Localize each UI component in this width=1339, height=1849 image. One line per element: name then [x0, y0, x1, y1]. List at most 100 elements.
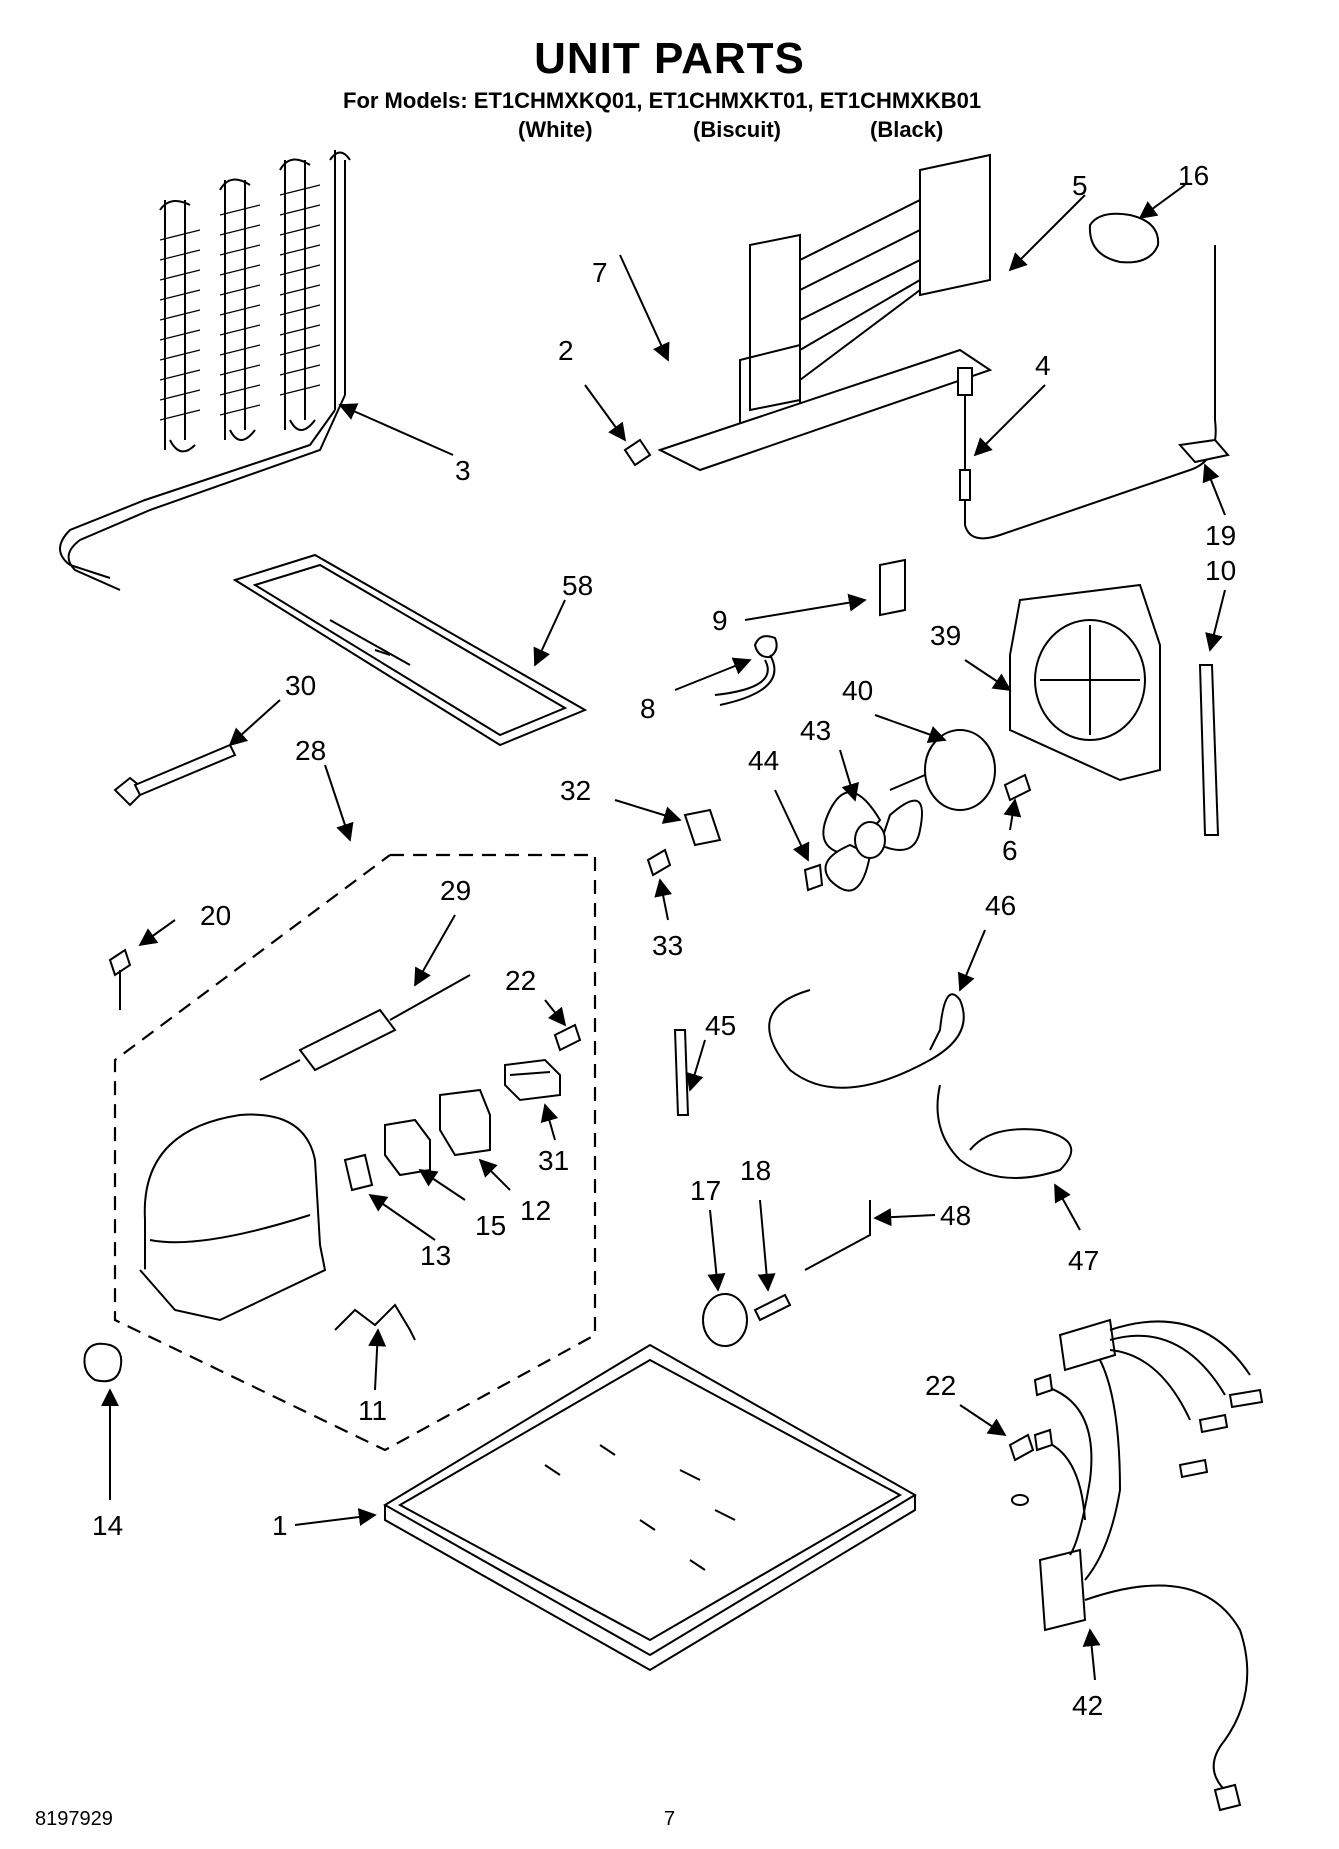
leader-47 — [1054, 1183, 1081, 1231]
terminal — [343, 1153, 374, 1192]
leader-40 — [874, 714, 947, 744]
leader-4 — [973, 384, 1046, 457]
heater — [957, 245, 1217, 540]
callout-3: 3 — [455, 455, 471, 486]
bracket-9 — [879, 558, 906, 617]
callout-20: 20 — [200, 900, 231, 931]
grommet — [83, 1342, 123, 1383]
overload — [384, 1118, 431, 1177]
evaporator — [657, 153, 993, 472]
leader-44 — [774, 789, 810, 862]
callout-39: 39 — [930, 620, 961, 651]
leader-18 — [757, 1199, 776, 1292]
callout-14: 14 — [92, 1510, 123, 1541]
callout-28: 28 — [295, 735, 326, 766]
leader-9 — [744, 593, 867, 621]
variant-white: (White) — [518, 117, 593, 142]
drier — [259, 974, 471, 1081]
callout-9: 9 — [712, 605, 728, 636]
page-number: 7 — [664, 1808, 676, 1830]
leader-30 — [228, 699, 281, 747]
callout-18: 18 — [740, 1155, 771, 1186]
leader-22b — [959, 1404, 1007, 1436]
callout-11: 11 — [358, 1395, 387, 1426]
leader-42 — [1082, 1628, 1101, 1681]
leader-6 — [1003, 798, 1022, 831]
leader-11 — [368, 1328, 387, 1391]
callout-30: 30 — [285, 670, 316, 701]
callout-8: 8 — [640, 693, 656, 724]
callout-15: 15 — [475, 1210, 506, 1241]
callout-17: 17 — [690, 1175, 721, 1206]
leader-29 — [414, 914, 456, 987]
relay — [439, 1088, 491, 1157]
callout-43: 43 — [800, 715, 831, 746]
callout-5: 5 — [1072, 170, 1088, 201]
screw-20 — [108, 948, 132, 1010]
cap — [1088, 212, 1160, 264]
compressor-assembly-outline — [113, 853, 597, 1452]
callout-7: 7 — [592, 257, 608, 288]
screw-33 — [646, 848, 672, 877]
compressor — [139, 1113, 327, 1322]
leader-5 — [1008, 194, 1086, 272]
page-title: UNIT PARTS — [534, 34, 805, 83]
callout-1: 1 — [272, 1510, 288, 1541]
callout-19: 19 — [1205, 520, 1236, 551]
screw-22 — [553, 1023, 582, 1052]
clip-44 — [803, 863, 824, 892]
variant-biscuit: (Biscuit) — [693, 117, 781, 142]
callout-22b: 22 — [925, 1370, 956, 1401]
document-number: 8197929 — [35, 1808, 113, 1830]
callout-48: 48 — [940, 1200, 971, 1231]
leader-45 — [686, 1039, 706, 1092]
drain-pan — [232, 553, 588, 747]
tube-47 — [936, 1084, 1073, 1179]
callout-13: 13 — [420, 1240, 451, 1271]
leader-17 — [707, 1209, 726, 1292]
leader-43 — [839, 749, 859, 802]
leader-12 — [478, 1158, 511, 1191]
callout-12: 12 — [520, 1195, 551, 1226]
wire-harness — [1033, 1318, 1264, 1812]
callout-44: 44 — [748, 745, 779, 776]
callout-10: 10 — [1205, 555, 1236, 586]
callout-6: 6 — [1002, 835, 1018, 866]
callout-42: 42 — [1072, 1690, 1103, 1721]
models-line: For Models: ET1CHMXKQ01, ET1CHMXKT01, ET… — [343, 88, 982, 113]
leader-1 — [294, 1508, 377, 1526]
tube-48 — [804, 1200, 871, 1271]
callout-4: 4 — [1035, 350, 1051, 381]
fan-shroud — [1009, 583, 1161, 782]
fan-motor — [889, 729, 996, 811]
callout-46: 46 — [985, 890, 1016, 921]
leader-7 — [619, 254, 670, 362]
leader-39 — [964, 659, 1012, 691]
leader-22a — [544, 999, 567, 1027]
leader-48 — [873, 1208, 936, 1227]
fan-blade — [822, 791, 923, 892]
cable-tie — [113, 743, 237, 807]
leader-2 — [584, 384, 627, 442]
callout-2: 2 — [558, 335, 574, 366]
variant-black: (Black) — [870, 117, 944, 142]
axle — [753, 1293, 792, 1322]
screw-6 — [1003, 773, 1032, 802]
bracket-32 — [683, 808, 722, 847]
callout-22a: 22 — [505, 965, 536, 996]
roller — [702, 1293, 748, 1347]
callout-32: 32 — [560, 775, 591, 806]
base — [383, 1343, 917, 1672]
screw-2 — [623, 438, 652, 467]
leader-19 — [1202, 463, 1226, 516]
leader-10 — [1205, 589, 1226, 652]
leader-33 — [654, 878, 673, 921]
screw-22b — [1008, 1433, 1035, 1506]
relay-cover — [504, 1058, 561, 1102]
leader-16 — [1138, 184, 1186, 220]
leader-31 — [540, 1103, 559, 1141]
callout-29: 29 — [440, 875, 471, 906]
strip — [1198, 664, 1220, 836]
leader-15 — [418, 1169, 466, 1201]
leader-32 — [614, 799, 682, 824]
